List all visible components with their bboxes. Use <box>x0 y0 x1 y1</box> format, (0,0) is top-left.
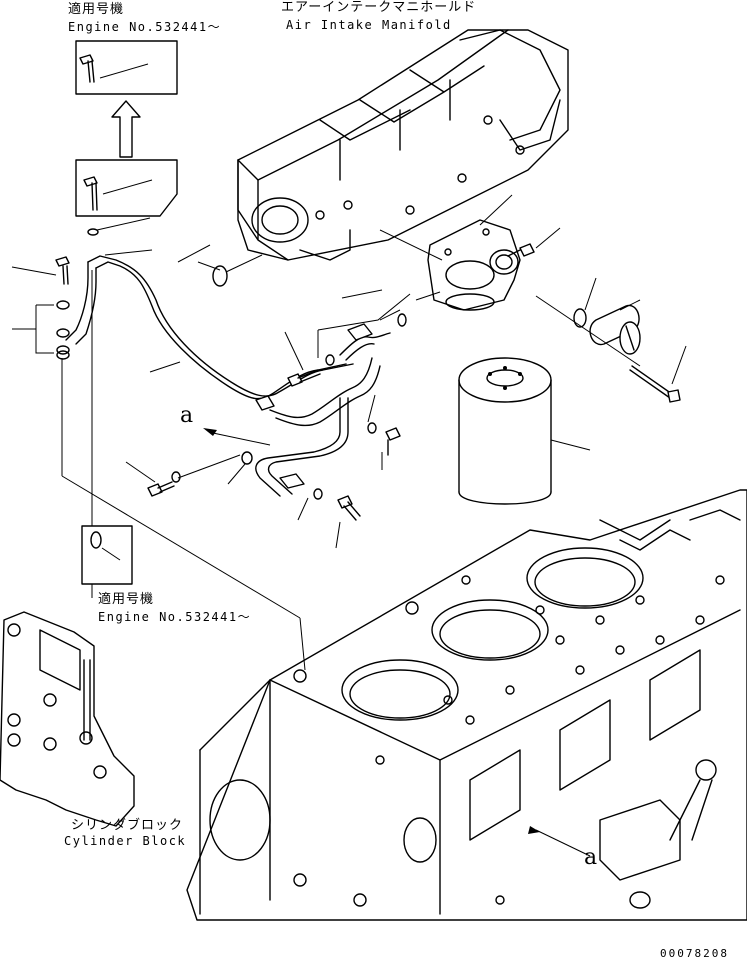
oil-pipe <box>65 255 391 497</box>
relief-valve <box>589 304 641 355</box>
applicable-label-top-jp: 適用号機 <box>68 2 125 17</box>
bolt-icon <box>83 176 98 211</box>
view-arrow-a <box>203 428 271 446</box>
applicable-label-mid-en: Engine No.532441～ <box>98 610 252 624</box>
manifold-label-jp: エアーインテークマニホールド <box>281 0 477 15</box>
view-letter-a-lower: a <box>584 845 598 870</box>
long-bolt <box>629 365 681 403</box>
bolt-a <box>287 369 321 387</box>
bolt-icon <box>79 54 95 83</box>
bolt-filter-head <box>507 243 535 257</box>
callout-box-collar <box>81 525 133 598</box>
manifold-label-en: Air Intake Manifold <box>286 18 452 32</box>
bolt-d <box>337 495 361 521</box>
drawing-id: 00078208 <box>660 947 729 960</box>
air-intake-manifold <box>237 29 569 261</box>
applicable-label-top-en: Engine No.532441～ <box>68 20 222 34</box>
cylinder-block-label-jp: シリンダブロック <box>71 818 184 833</box>
oil-filter <box>458 357 591 505</box>
filter-head <box>427 194 521 311</box>
bolt-left <box>55 256 70 285</box>
bolt-c <box>385 427 401 456</box>
view-letter-a-upper: a <box>180 403 194 428</box>
bracket <box>0 611 135 827</box>
cylinder-block <box>186 489 747 921</box>
spacer-collar <box>212 265 228 287</box>
arrow-up-icon <box>111 100 141 158</box>
bolt-b <box>147 481 175 497</box>
cylinder-block-label-en: Cylinder Block <box>64 834 187 848</box>
callout-box-engine-top <box>75 40 178 95</box>
callout-box-bolt-mid <box>75 159 178 217</box>
applicable-label-mid-jp: 適用号機 <box>98 592 155 607</box>
